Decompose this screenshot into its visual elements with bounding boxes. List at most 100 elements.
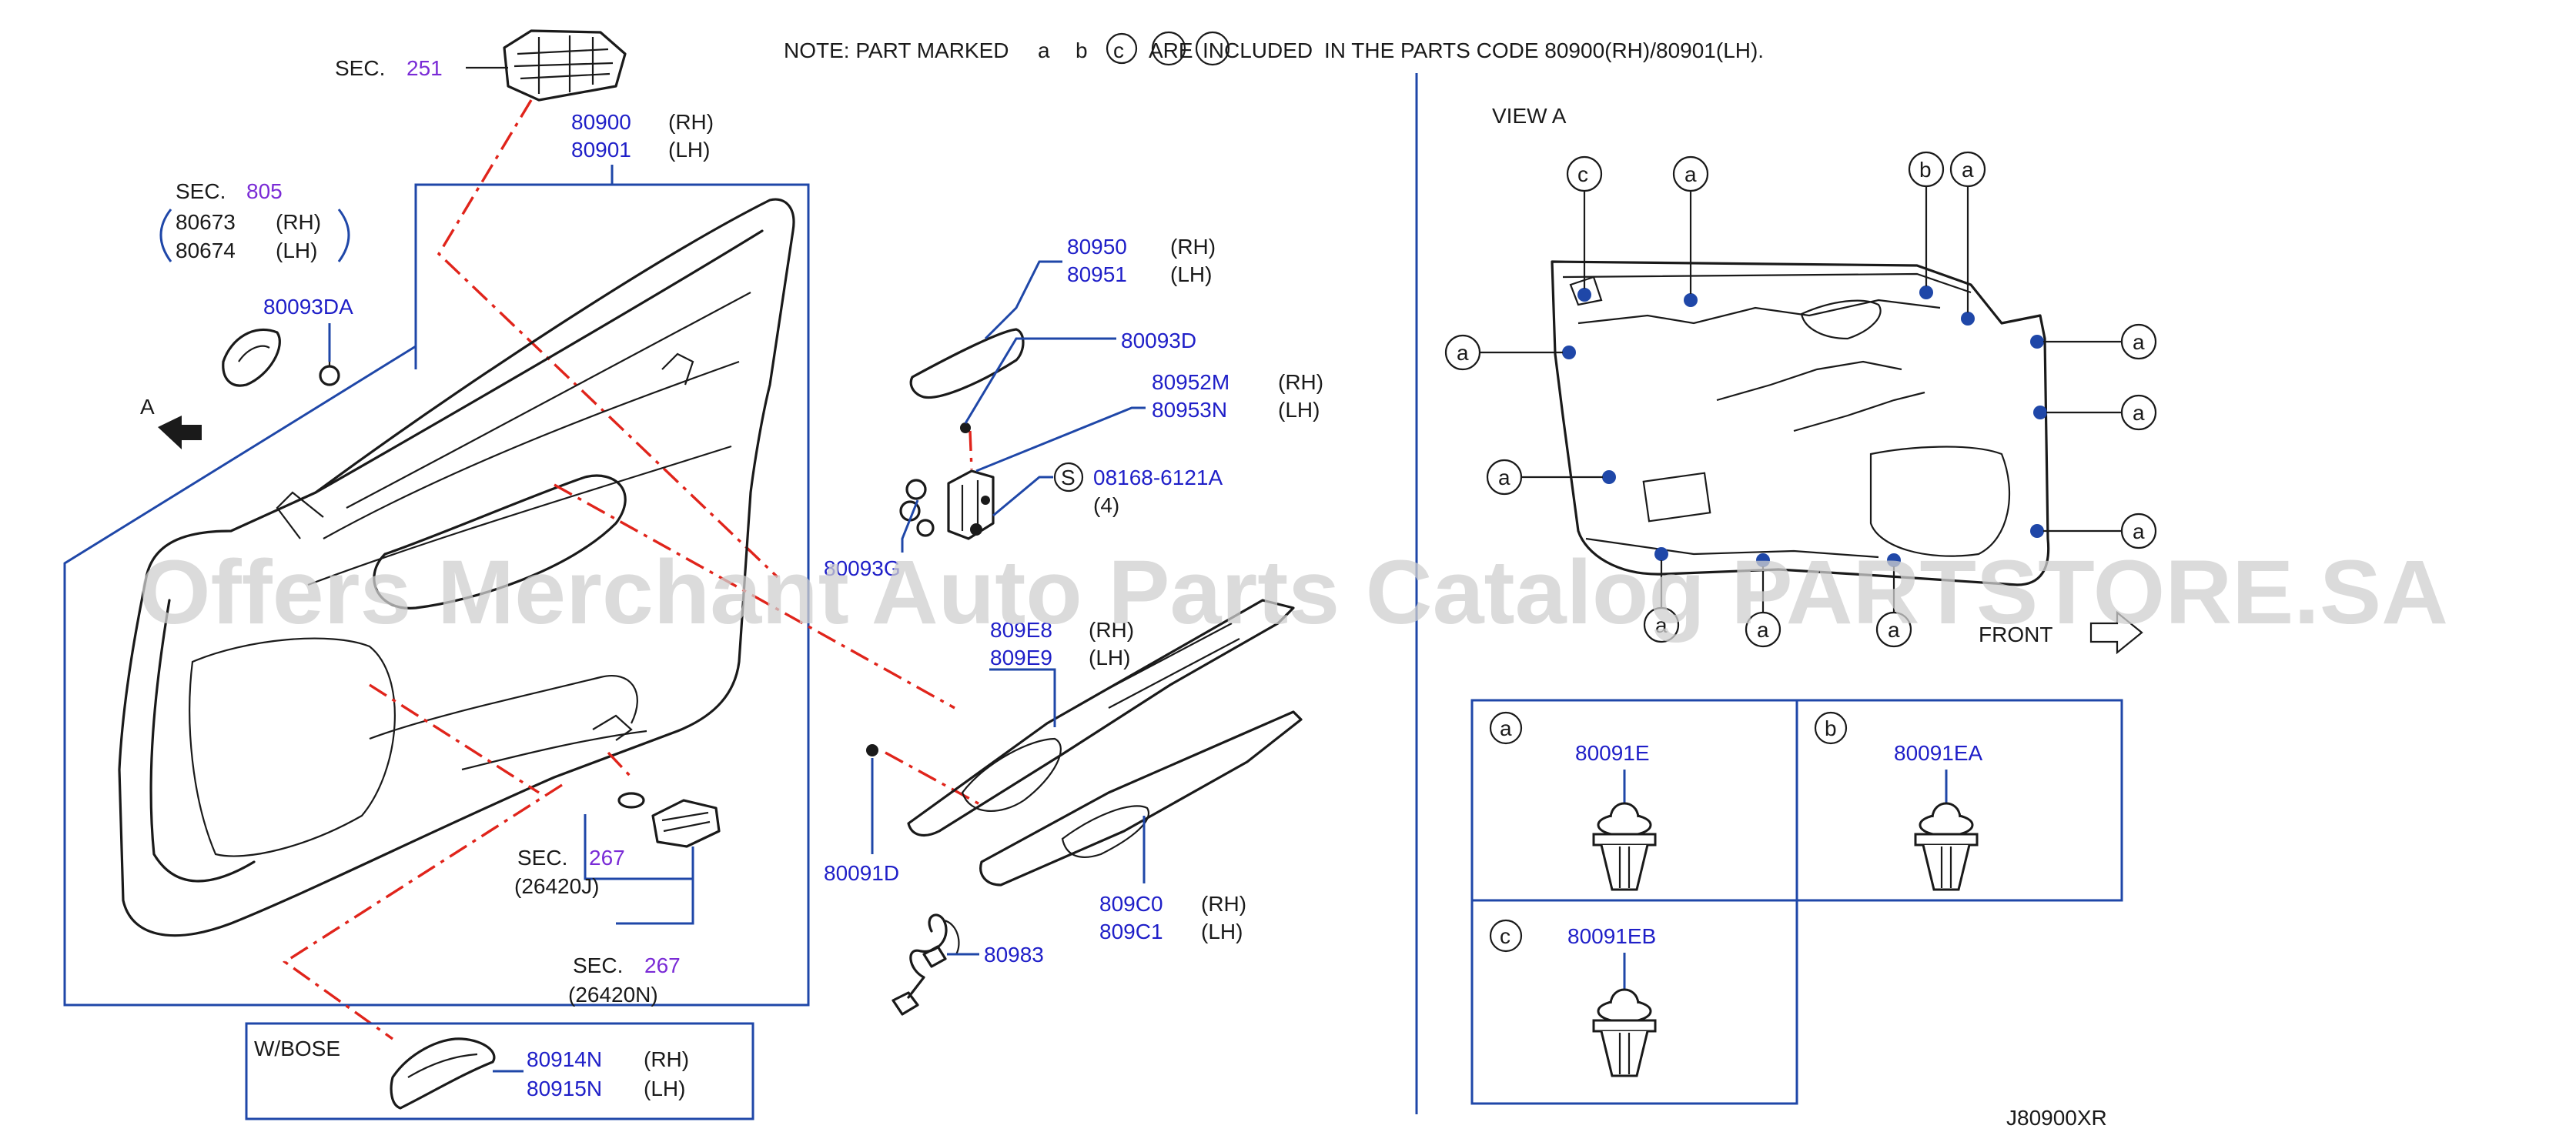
arrow-a-label: A	[140, 395, 155, 419]
sec-267-n-callout[interactable]: SEC. 267 (26420N)	[568, 953, 681, 1007]
part-809C0-rh: (RH)	[1201, 892, 1246, 916]
clip-b-icon	[1914, 802, 1979, 891]
watermark: Offers Merchant Auto Parts Catalog PARTS…	[139, 542, 2448, 643]
part-08168-number[interactable]: 08168-6121A	[1093, 466, 1223, 489]
view-mark-a-6: a	[2133, 401, 2145, 425]
sec-267-n-number[interactable]: 267	[644, 953, 681, 977]
wbose-label: W/BOSE	[254, 1037, 340, 1060]
part-809C0-lh: (LH)	[1201, 920, 1243, 943]
switch-26420N-figure	[617, 792, 721, 848]
front-arrow-icon	[2089, 610, 2143, 655]
part-809C0-rh-number[interactable]: 809C0	[1099, 892, 1163, 916]
sec-251-callout[interactable]: SEC. 251	[335, 56, 508, 80]
sec-267-j-code: (26420J)	[514, 874, 600, 898]
part-80093G[interactable]: 80093G	[824, 556, 901, 580]
sec-805-lh-number: 80674	[176, 239, 236, 262]
note-are: ARE	[1149, 38, 1193, 62]
trim-main-rh: (RH)	[668, 110, 714, 134]
clip-c-cell[interactable]: c 80091EB	[1489, 919, 1657, 1077]
clip-a-mark: a	[1500, 716, 1512, 740]
front-indicator: FRONT	[1979, 610, 2143, 655]
sec-267-j-label: SEC.	[517, 846, 567, 870]
part-80950-lh: (LH)	[1170, 262, 1212, 286]
view-mark-c: c	[1577, 162, 1588, 186]
sec-805-callout[interactable]: SEC. 805 80673 (RH) 80674 (LH)	[159, 179, 350, 262]
note-mark-b: b	[1076, 38, 1088, 62]
sec-267-j-callout[interactable]: SEC. 267 (26420J)	[514, 846, 625, 898]
handle-escutcheon-figure	[222, 328, 340, 387]
clip-a-icon	[1592, 802, 1657, 891]
clip-b-number[interactable]: 80091EA	[1894, 741, 1983, 765]
diagram-code: J80900XR	[2006, 1106, 2107, 1130]
sec-251-number[interactable]: 251	[406, 56, 443, 80]
part-80950-lh-number[interactable]: 80951	[1067, 262, 1127, 286]
note-included: INCLUDED	[1203, 38, 1313, 62]
armrest-pad-80950-figure	[909, 328, 1025, 399]
sec-805-lh: (LH)	[276, 239, 317, 262]
part-80952-callout[interactable]: 80952M (RH) 80953N (LH)	[1152, 370, 1323, 422]
sec-251-label: SEC.	[335, 56, 385, 80]
part-80093D[interactable]: 80093D	[1121, 329, 1196, 352]
view-mark-a-9: a	[1757, 618, 1769, 642]
bracket-80952-figure	[899, 422, 995, 540]
view-mark-a-5: a	[2133, 330, 2145, 354]
arrow-a-icon	[158, 416, 202, 449]
sec-267-j-number[interactable]: 267	[589, 846, 625, 870]
part-80952-lh: (LH)	[1278, 398, 1320, 422]
trim-main-rh-number[interactable]: 80900	[571, 110, 631, 134]
wbose-lh: (LH)	[644, 1077, 685, 1100]
sec-805-label: SEC.	[176, 179, 226, 203]
part-809C0-lh-number[interactable]: 809C1	[1099, 920, 1163, 943]
note-prefix: NOTE: PART MARKED	[784, 38, 1009, 62]
clip-b-mark: b	[1825, 716, 1837, 740]
clip-c-icon	[1592, 988, 1657, 1077]
part-809E8-rh-number[interactable]: 809E8	[990, 618, 1052, 642]
part-809C0-callout[interactable]: 809C0 (RH) 809C1 (LH)	[1099, 892, 1246, 943]
wbose-box	[245, 1022, 754, 1120]
note-suffix: IN THE PARTS CODE 80900(RH)/80901(LH).	[1324, 38, 1764, 62]
view-a-markers: c a b a a a a a a a a a	[1444, 151, 2157, 648]
part-08168-qty: (4)	[1093, 493, 1119, 517]
switch-assembly-figure	[503, 29, 627, 102]
clip-c-number[interactable]: 80091EB	[1567, 924, 1656, 948]
part-80950-callout[interactable]: 80950 (RH) 80951 (LH)	[1067, 235, 1216, 286]
part-809E8-rh: (RH)	[1089, 618, 1134, 642]
part-80952-rh-number[interactable]: 80952M	[1152, 370, 1229, 394]
clip-a-cell[interactable]: a 80091E	[1489, 711, 1657, 891]
note: NOTE: PART MARKED a b c ARE INCLUDED IN …	[784, 31, 1764, 66]
part-809E8-callout[interactable]: 809E8 (RH) 809E9 (LH)	[990, 618, 1134, 670]
trim-main-lh: (LH)	[668, 138, 710, 162]
clip-table	[1470, 699, 2123, 1105]
part-80950-rh-number[interactable]: 80950	[1067, 235, 1127, 259]
door-trim-panel-figure	[118, 198, 795, 937]
part-80950-rh: (RH)	[1170, 235, 1216, 259]
wbose-callout[interactable]: W/BOSE 80914N (RH) 80915N (LH)	[254, 1037, 689, 1110]
sec-805-rh-number: 80673	[176, 210, 236, 234]
harness-80983-figure	[892, 913, 960, 1016]
sec-805-number[interactable]: 805	[246, 179, 283, 203]
wbose-lh-number[interactable]: 80915N	[527, 1077, 602, 1100]
view-mark-a-7: a	[2133, 519, 2145, 543]
view-a-panel-figure	[1551, 260, 2050, 586]
sec-805-rh: (RH)	[276, 210, 321, 234]
view-mark-a-3: a	[1457, 341, 1469, 365]
part-80091D[interactable]: 80091D	[824, 861, 899, 885]
armrest-finisher-809E8-figure	[907, 599, 1295, 837]
part-809E8-lh: (LH)	[1089, 646, 1130, 670]
part-80093DA[interactable]: 80093DA	[263, 295, 353, 319]
view-mark-a-1: a	[1684, 162, 1697, 186]
view-a-arrow: A	[140, 395, 202, 449]
clip-a-number[interactable]: 80091E	[1575, 741, 1650, 765]
wbose-rh-number[interactable]: 80914N	[527, 1047, 602, 1071]
trim-main-bracket	[63, 183, 810, 1007]
note-mark-c: c	[1113, 38, 1124, 62]
part-80952-lh-number[interactable]: 80953N	[1152, 398, 1227, 422]
part-809E8-lh-number[interactable]: 809E9	[990, 646, 1052, 670]
trim-main-callout[interactable]: 80900 (RH) 80901 (LH)	[571, 110, 714, 185]
view-mark-a-10: a	[1888, 618, 1900, 642]
part-08168-callout[interactable]: S 08168-6121A (4)	[1053, 462, 1223, 517]
clip-c-mark: c	[1500, 924, 1510, 948]
clip-b-cell[interactable]: b 80091EA	[1814, 711, 1983, 891]
part-80983[interactable]: 80983	[984, 943, 1044, 967]
trim-main-lh-number[interactable]: 80901	[571, 138, 631, 162]
